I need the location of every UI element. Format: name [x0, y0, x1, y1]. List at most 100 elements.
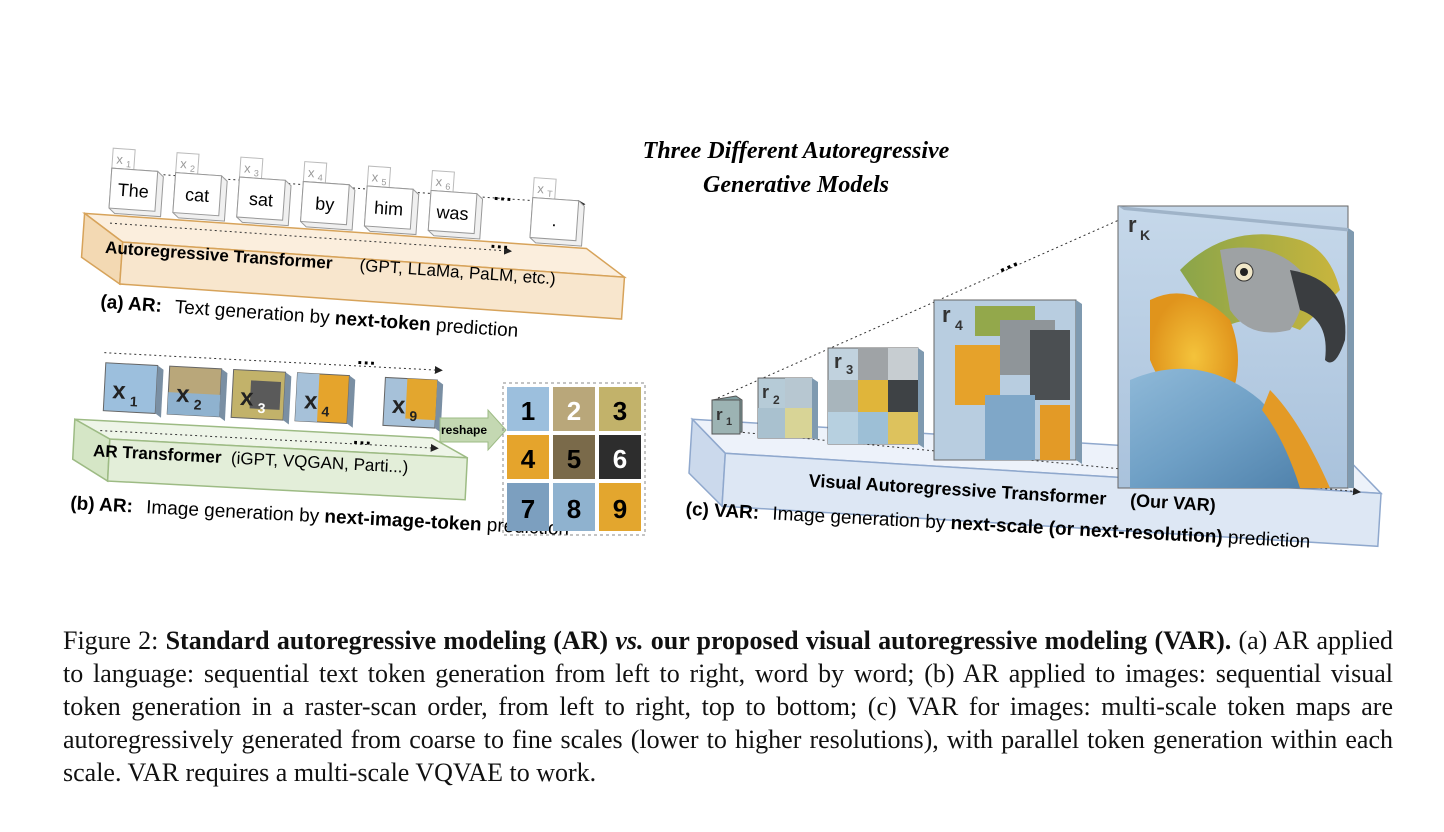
grid-number: 5 [567, 444, 581, 474]
scale-var: r [834, 351, 842, 373]
panel-b-tag: (b) AR: [70, 493, 134, 517]
reshape-grid: 1 2 3 4 5 6 7 8 9 [502, 382, 646, 536]
token-sub: 5 [381, 177, 387, 187]
grid-cell: 6 [599, 435, 641, 479]
grid-number: 6 [613, 444, 627, 474]
scale-var: r [1128, 212, 1137, 237]
panel-b-arrow-bottom [100, 430, 439, 452]
panel-b-desc-bold: next-image-token [324, 506, 482, 535]
image-token-var: x [176, 381, 191, 409]
panel-a-ellipsis-top: … [492, 183, 513, 206]
panel-a-desc-pre: Text generation by [174, 297, 336, 329]
grid-cell: 8 [553, 483, 595, 531]
grid-cell: 5 [553, 435, 595, 479]
token-word: was [435, 202, 469, 224]
grid-number: 4 [521, 444, 536, 474]
panel-a-tokens: x 1 The x 2 cat x 3 sat [108, 147, 585, 247]
caption-bold-1: Standard autoregressive modeling (AR) [165, 626, 609, 655]
token-var: x [537, 181, 545, 196]
grid-cell: 1 [507, 387, 549, 431]
token-sub: 3 [253, 168, 259, 178]
grid-number: 2 [567, 396, 581, 426]
image-token: x 4 [294, 372, 356, 428]
scale-map-rK: r K [1117, 205, 1354, 489]
figure-diagram: Three Different Autoregressive Generativ… [70, 138, 1383, 553]
image-token-sub: 3 [257, 400, 266, 416]
grid-cell: 7 [507, 483, 549, 531]
panel-a-box-face [118, 241, 626, 320]
figure-title: Three Different Autoregressive Generativ… [643, 138, 950, 198]
image-token-var: x [112, 377, 127, 405]
image-token-sub: 9 [409, 408, 418, 424]
token-card: x 3 sat [236, 156, 292, 227]
token-sub: 1 [126, 159, 132, 169]
title-line-1: Three Different Autoregressive [643, 138, 950, 164]
grid-number: 1 [521, 396, 535, 426]
image-token-sub: 2 [193, 396, 202, 412]
panel-b: AR Transformer (iGPT, VQGAN, Parti...) …… [70, 347, 570, 540]
title-line-2: Generative Models [703, 172, 889, 198]
token-var: x [180, 156, 188, 171]
grid-cell: 9 [599, 483, 641, 531]
scale-var: r [716, 405, 723, 424]
grid-cell: 2 [553, 387, 595, 431]
scale-var: r [762, 382, 769, 402]
caption-bold-2: our proposed visual autoregressive model… [650, 626, 1232, 655]
figure-caption: Figure 2: Standard autoregressive modeli… [63, 624, 1393, 789]
token-var: x [244, 160, 252, 175]
grid-number: 9 [613, 494, 627, 524]
scale-map-r3: r 3 [827, 347, 924, 448]
panel-a-desc-bold: next-token [334, 308, 431, 336]
panel-a-tag: (a) AR: [100, 292, 163, 317]
scale-map-r4: r 4 [933, 299, 1082, 464]
image-token: x 2 [166, 365, 228, 422]
panel-b-desc-pre: Image generation by [146, 497, 325, 527]
caption-body: (a) AR applied to language: sequential t… [63, 626, 1394, 787]
panel-a-desc-post: prediction [435, 315, 519, 342]
panel-c-desc-post: prediction [1227, 527, 1310, 552]
image-token-var: x [391, 392, 406, 420]
token-sub: 6 [445, 181, 451, 191]
grid-cell: 4 [507, 435, 549, 479]
image-token-sub: 1 [129, 393, 138, 409]
image-token: x 3 [230, 368, 292, 425]
token-card: x 6 was [427, 169, 484, 240]
grid-number: 7 [521, 494, 535, 524]
token-var: x [435, 174, 443, 189]
scale-map-r2: r 2 [757, 377, 818, 440]
token-card: x 5 him [363, 165, 420, 236]
panel-c-arrow-top [717, 207, 1147, 399]
panel-c-tag: (c) VAR: [685, 499, 760, 524]
image-token-sub: 4 [321, 403, 330, 419]
grid-cell: 3 [599, 387, 641, 431]
token-var: x [116, 151, 124, 166]
token-word: by [315, 193, 335, 214]
panel-b-image-tokens: x 1 x 2 x 3 x 4 [102, 362, 444, 433]
panel-c-ellipsis-top: … [992, 246, 1022, 278]
panel-a-ellipsis-bottom: … [489, 231, 510, 254]
token-card: x T . [529, 177, 585, 247]
token-var: x [371, 169, 379, 184]
image-token: x 9 [382, 376, 444, 433]
token-word: him [374, 198, 404, 220]
panel-b-description: (b) AR: Image generation by next-image-t… [70, 493, 570, 540]
scale-sub: 4 [955, 317, 963, 333]
token-word: The [117, 180, 149, 202]
token-word: sat [248, 189, 273, 211]
panel-c-box-face [721, 452, 1382, 548]
token-word: . [551, 210, 557, 230]
token-sub: 2 [190, 164, 196, 174]
token-card: x 4 by [300, 161, 356, 231]
token-card: x 2 cat [172, 152, 228, 222]
panel-b-ellipsis-top: … [356, 347, 377, 370]
scale-sub: 3 [846, 362, 853, 377]
scale-map-r1: r 1 [711, 395, 743, 435]
reshape-arrow: reshape [439, 408, 507, 452]
token-card: x 1 The [108, 147, 164, 218]
scale-var: r [942, 302, 951, 327]
grid-number: 3 [613, 396, 627, 426]
grid-number: 8 [567, 494, 581, 524]
image-token-var: x [239, 384, 254, 412]
scale-sub: 1 [726, 416, 732, 428]
token-var: x [307, 165, 315, 180]
